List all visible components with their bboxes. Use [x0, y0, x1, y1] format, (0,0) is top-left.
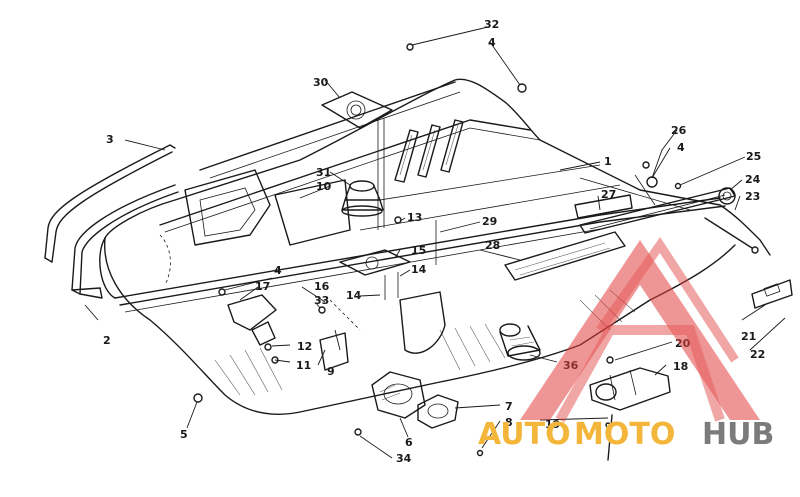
callout-32: 32: [484, 18, 499, 31]
callout-4-left: 4: [274, 264, 282, 277]
bolt-part-23: [704, 217, 759, 254]
grommet-part: [718, 187, 736, 205]
callout-13: 13: [407, 211, 422, 224]
callout-19: 19: [545, 418, 560, 431]
callout-33: 33: [314, 294, 329, 307]
left-bracket-part: [227, 294, 349, 371]
callout-11: 11: [296, 359, 311, 372]
mount-plate-part: [339, 249, 411, 276]
callout-23: 23: [745, 190, 760, 203]
callout-15: 15: [411, 244, 426, 257]
reflector-part: [751, 279, 793, 309]
callout-2: 2: [103, 334, 111, 347]
callout-17: 17: [255, 280, 270, 293]
watermark-hub: HUB: [702, 417, 774, 452]
callout-14-lower: 14: [346, 289, 362, 302]
callout-18: 18: [673, 360, 688, 373]
callout-25: 25: [746, 150, 761, 163]
callout-10: 10: [316, 180, 332, 193]
belly-pan-body: [99, 78, 771, 415]
watermark-auto: AUTO: [478, 417, 571, 452]
lower-boot-part: [499, 323, 541, 361]
callout-31: 31: [316, 166, 331, 179]
callout-9: 9: [327, 365, 335, 378]
leader-lines: [84, 26, 786, 459]
fan-housing-part: [371, 371, 426, 419]
callout-21: 21: [741, 330, 756, 343]
callout-7: 7: [505, 400, 513, 413]
callout-12: 12: [297, 340, 312, 353]
callout-1: 1: [604, 155, 612, 168]
callout-16: 16: [314, 280, 330, 293]
bracket-assembly-part: [589, 367, 671, 411]
callout-22: 22: [750, 348, 765, 361]
callout-30: 30: [313, 76, 329, 89]
watermark-logo: [520, 236, 760, 423]
top-plate-part: [321, 91, 393, 230]
callout-29: 29: [482, 215, 497, 228]
callout-8: 8: [505, 416, 513, 429]
callout-26: 26: [671, 124, 687, 137]
callout-6: 6: [405, 436, 413, 449]
callout-5: 5: [180, 428, 188, 441]
rubber-boot-part: [341, 180, 384, 217]
watermark-text: AUTO MOTO HUB: [478, 417, 774, 452]
gasket-part-7: [417, 394, 459, 429]
callout-24: 24: [745, 173, 761, 186]
fasteners: [193, 43, 691, 461]
callout-4-right: 4: [677, 141, 685, 154]
callout-27: 27: [601, 188, 616, 201]
watermark-moto: MOTO: [574, 417, 675, 452]
bumper-rails: [44, 144, 179, 299]
callout-3: 3: [106, 133, 114, 146]
callout-14-upper: 14: [411, 263, 427, 276]
callout-4-top: 4: [488, 36, 496, 49]
callout-34: 34: [396, 452, 412, 465]
louver-slots: [394, 119, 464, 183]
heat-shield-part: [504, 194, 633, 281]
callout-28: 28: [485, 239, 500, 252]
